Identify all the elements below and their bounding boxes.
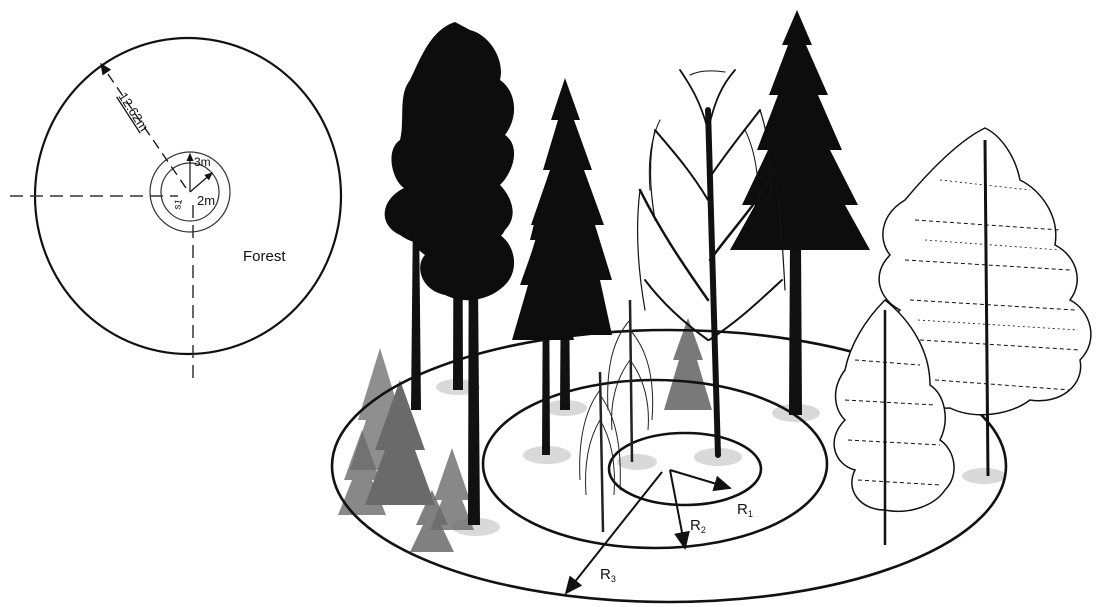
forest-label: Forest bbox=[243, 248, 286, 265]
radius-arrow-inner bbox=[190, 173, 212, 192]
mid-radius-label: 3m bbox=[194, 155, 211, 169]
r2-arrow bbox=[670, 470, 685, 548]
pine-tree-icon bbox=[730, 10, 870, 250]
right-illustrated-plot: R1 R2 R3 bbox=[332, 10, 1091, 602]
left-schematic-plot: 12.62m 3m 2m s1 Forest bbox=[10, 38, 341, 382]
inner-radius-label: 2m bbox=[197, 193, 215, 208]
r1-arrow bbox=[670, 470, 730, 488]
center-point-label: s1 bbox=[172, 198, 185, 211]
right-conifer-group bbox=[834, 128, 1091, 545]
r1-label: R1 bbox=[737, 501, 753, 519]
r2-label: R2 bbox=[690, 517, 706, 535]
outer-radius-label: 12.62m bbox=[115, 89, 151, 134]
r3-label: R3 bbox=[600, 566, 616, 584]
birch-tree-icon bbox=[630, 300, 632, 462]
